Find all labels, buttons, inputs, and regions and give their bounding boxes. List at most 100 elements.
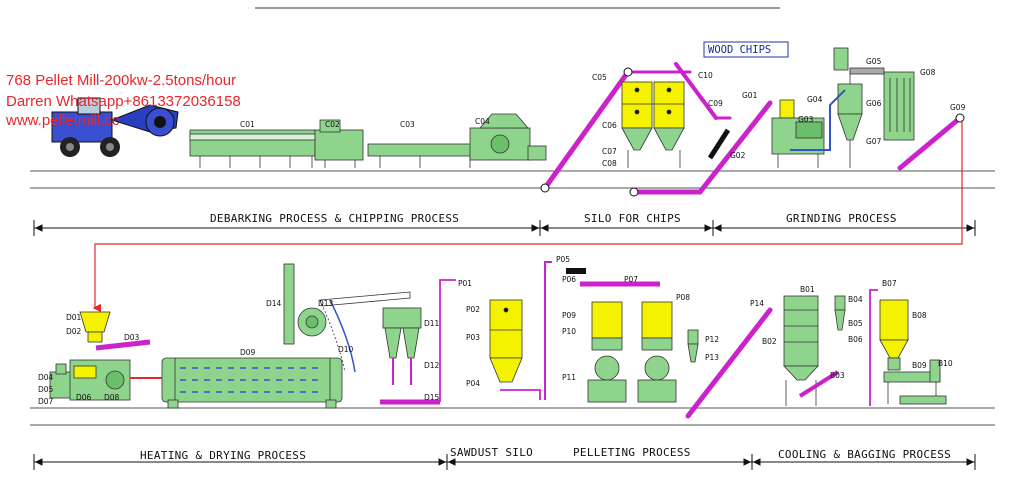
- label-d09: D09: [240, 348, 256, 357]
- label-d03: D03: [124, 333, 140, 342]
- label-b08: B08: [912, 311, 927, 320]
- label-d07: D07: [38, 397, 54, 406]
- label-c06: C06: [602, 121, 617, 130]
- label-p10: P10: [562, 327, 576, 336]
- label-p01: P01: [458, 279, 472, 288]
- label-d08: D08: [104, 393, 120, 402]
- section-pelleting: PELLETING PROCESS: [573, 446, 691, 459]
- label-d01: D01: [66, 313, 82, 322]
- wood-chips-label: WOOD CHIPS: [708, 44, 771, 56]
- label-p08: P08: [676, 293, 690, 302]
- cyclone-p12: [687, 329, 699, 363]
- label-g06: G06: [866, 99, 882, 108]
- belt-conveyor-c03: [367, 143, 481, 168]
- label-p05: P05: [556, 255, 570, 264]
- inclined-conveyor-g09: [897, 115, 963, 171]
- label-g01: G01: [742, 91, 758, 100]
- label-p12: P12: [705, 335, 719, 344]
- overlay-title: 768 Pellet Mill-200kw-2.5tons/hour: [6, 72, 237, 89]
- inclined-conveyor-p14: [685, 307, 773, 419]
- section-sawdust: SAWDUST SILO: [450, 446, 533, 459]
- label-d02: D02: [66, 327, 82, 336]
- feeder-d03: [95, 339, 151, 351]
- wood-chips-box: [703, 41, 789, 58]
- label-c10: C10: [698, 71, 713, 80]
- label-g05: G05: [866, 57, 882, 66]
- section-debarking: DEBARKING PROCESS & CHIPPING PROCESS: [210, 212, 459, 225]
- label-b01: B01: [800, 285, 815, 294]
- label-p06: P06: [562, 275, 576, 284]
- label-b09: B09: [912, 361, 927, 370]
- label-c03: C03: [400, 120, 415, 129]
- label-p14: P14: [750, 299, 764, 308]
- equipment-labels: C01 C02 C03 C04 C05 C06 C07 C08 C09 C10 …: [38, 57, 966, 406]
- label-c05: C05: [592, 73, 607, 82]
- label-d11: D11: [424, 319, 440, 328]
- debarker-conveyor-c01: [189, 129, 316, 168]
- label-g02: G02: [730, 151, 746, 160]
- sawdust-silo-p02: [489, 299, 523, 383]
- label-b10: B10: [938, 359, 953, 368]
- label-c04: C04: [475, 117, 490, 126]
- label-p03: P03: [466, 333, 480, 342]
- label-d05: D05: [38, 385, 54, 394]
- label-d12: D12: [424, 361, 440, 370]
- label-b06: B06: [848, 335, 863, 344]
- overlay-website[interactable]: www.pelletmill.cc: [6, 112, 120, 129]
- wood-chip-feeder-c10: [674, 62, 732, 120]
- label-b02: B02: [762, 337, 777, 346]
- furnace-d04: [49, 359, 131, 401]
- section-heating: HEATING & DRYING PROCESS: [140, 449, 306, 462]
- label-c07: C07: [602, 147, 617, 156]
- rotary-dryer-d09: [161, 357, 343, 409]
- label-g09: G09: [950, 103, 966, 112]
- section-silo-chips: SILO FOR CHIPS: [584, 212, 681, 225]
- label-d15: D15: [424, 393, 440, 402]
- chipper-c04: [469, 113, 547, 161]
- loader-truck-icon: [51, 97, 179, 157]
- label-d14: D14: [266, 299, 282, 308]
- bucket-elevator-p06: [566, 268, 586, 274]
- label-b07: B07: [882, 279, 897, 288]
- label-c09: C09: [708, 99, 723, 108]
- label-g08: G08: [920, 68, 936, 77]
- label-p11: P11: [562, 373, 576, 382]
- screw-conveyor-b03: [798, 370, 840, 398]
- pellet-mill-p11: [587, 301, 677, 403]
- label-d06: D06: [76, 393, 92, 402]
- label-c08: C08: [602, 159, 617, 168]
- label-g07: G07: [866, 137, 882, 146]
- label-p07: P07: [624, 275, 638, 284]
- label-b03: B03: [830, 371, 845, 380]
- label-b05: B05: [848, 319, 863, 328]
- cooler-b02: [783, 295, 819, 406]
- label-d04: D04: [38, 373, 54, 382]
- label-p04: P04: [466, 379, 480, 388]
- section-grinding: GRINDING PROCESS: [786, 212, 897, 225]
- label-c02: C02: [325, 120, 340, 129]
- bag-filter-g08: [849, 67, 915, 141]
- cyclone-g06: [833, 47, 863, 168]
- label-c01: C01: [240, 120, 255, 129]
- label-p09: P09: [562, 311, 576, 320]
- ground-lines: [30, 170, 995, 426]
- bucket-elevator-b07: [869, 289, 878, 406]
- hopper-d01: [79, 311, 111, 343]
- label-p02: P02: [466, 305, 480, 314]
- air-duct-d10: [319, 291, 411, 373]
- label-b04: B04: [848, 295, 863, 304]
- metal-detector-g02: [707, 128, 731, 160]
- bagging-silo-b08: [879, 299, 947, 405]
- inclined-conveyor-p01: [439, 279, 541, 402]
- label-g03: G03: [798, 115, 814, 124]
- inclined-conveyor-c08: [631, 100, 773, 195]
- dryer-fan-d13: [283, 263, 327, 345]
- cyclone-d11: [382, 307, 422, 385]
- section-cooling: COOLING & BAGGING PROCESS: [778, 448, 951, 461]
- label-d13: D13: [318, 299, 334, 308]
- cyclone-b05: [834, 295, 846, 331]
- overlay-contact: Darren Whatsapp+8613372036158: [6, 93, 241, 110]
- grinding-airflow: [790, 89, 846, 151]
- label-p13: P13: [705, 353, 719, 362]
